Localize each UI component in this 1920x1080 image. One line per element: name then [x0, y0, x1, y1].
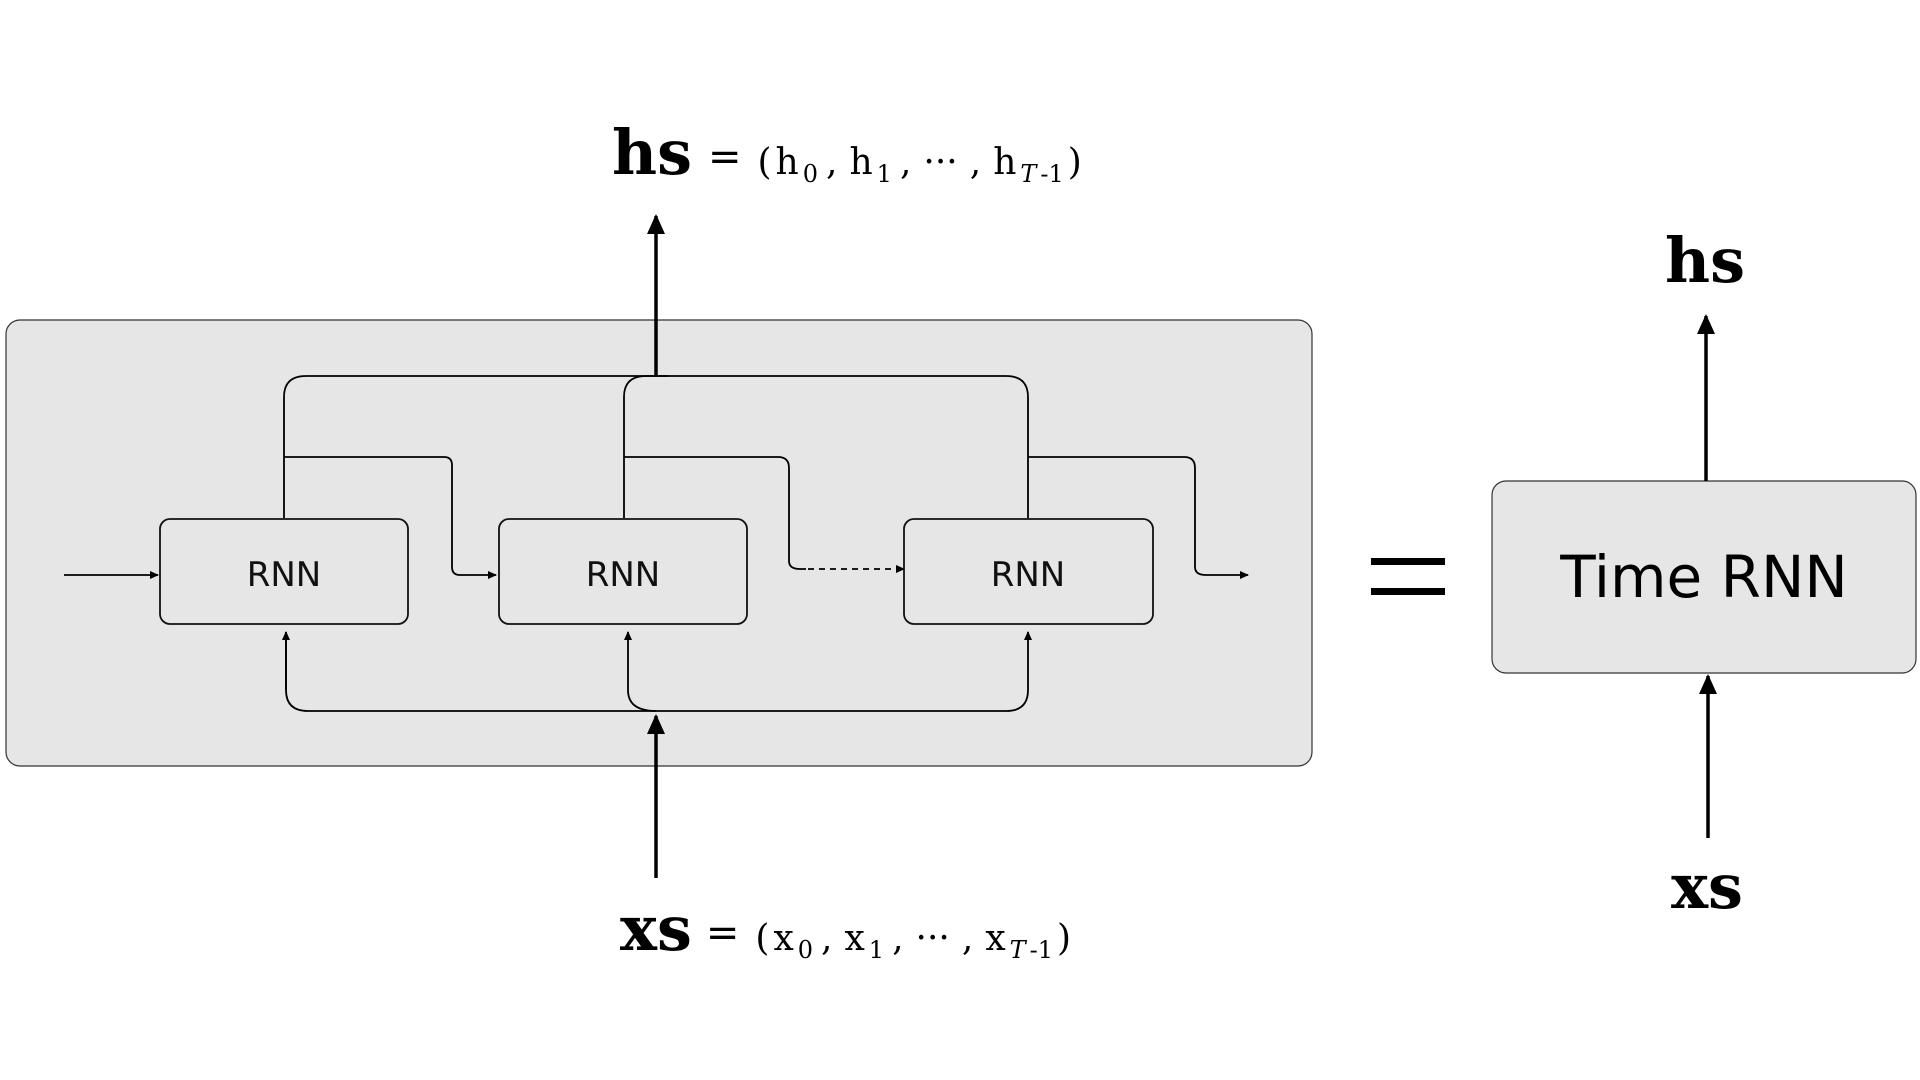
output-sep2: , [900, 142, 911, 183]
rnn-cell-3-label: RNN [991, 555, 1066, 595]
input-xT: x [985, 918, 1005, 959]
rnn-cell-2-label: RNN [586, 555, 661, 595]
output-sep3: , [970, 142, 981, 183]
output-sub0: 0 [803, 160, 818, 188]
output-formula: hs = ( h 0 , h 1 , ··· , h T -1 ) [612, 116, 1082, 189]
input-eq: = [706, 910, 740, 956]
input-branch-2 [624, 631, 657, 712]
input-sep1: , [821, 918, 832, 959]
output-subT-tail: -1 [1040, 160, 1063, 188]
input-x0: x [773, 918, 793, 959]
input-close: ) [1057, 918, 1071, 959]
compact-output-name: hs [1665, 224, 1745, 297]
input-subT: T [1010, 936, 1028, 964]
output-branch-2 [623, 375, 668, 518]
time-rnn-label: Time RNN [1559, 543, 1847, 611]
equals-sign [1371, 558, 1445, 595]
output-open: ( [758, 142, 772, 183]
output-dots: ··· [923, 142, 957, 183]
input-dots: ··· [916, 918, 950, 959]
input-sub0: 0 [798, 936, 813, 964]
rnn-cell-2 [498, 518, 748, 625]
time-rnn-compact-block [1491, 480, 1917, 674]
output-sep1: , [826, 142, 837, 183]
output-hT: h [993, 142, 1016, 183]
rnn-cell-3 [903, 518, 1154, 625]
rnn-cell-1-label: RNN [247, 555, 322, 595]
input-bus [285, 631, 1032, 712]
hidden-arrow-1-2 [284, 456, 497, 579]
hidden-arrow-2-3 [624, 456, 806, 570]
input-open: ( [755, 918, 769, 959]
output-eq: = [708, 134, 742, 180]
input-x1: x [844, 918, 864, 959]
output-sub1: 1 [877, 160, 892, 188]
output-subT: T [1020, 160, 1038, 188]
input-sep2: , [892, 918, 903, 959]
input-sub1: 1 [869, 936, 884, 964]
rnn-cell-1 [159, 518, 409, 625]
output-close: ) [1068, 142, 1082, 183]
input-sep3: , [962, 918, 973, 959]
output-h0: h [776, 142, 799, 183]
output-h1: h [849, 142, 872, 183]
compact-input-name: xs [1671, 850, 1743, 923]
input-formula: xs = ( x 0 , x 1 , ··· , x T -1 ) [620, 892, 1071, 965]
output-name: hs [612, 116, 692, 189]
input-name: xs [620, 892, 692, 965]
input-subT-tail: -1 [1030, 936, 1053, 964]
hidden-arrow-out [1028, 456, 1249, 579]
